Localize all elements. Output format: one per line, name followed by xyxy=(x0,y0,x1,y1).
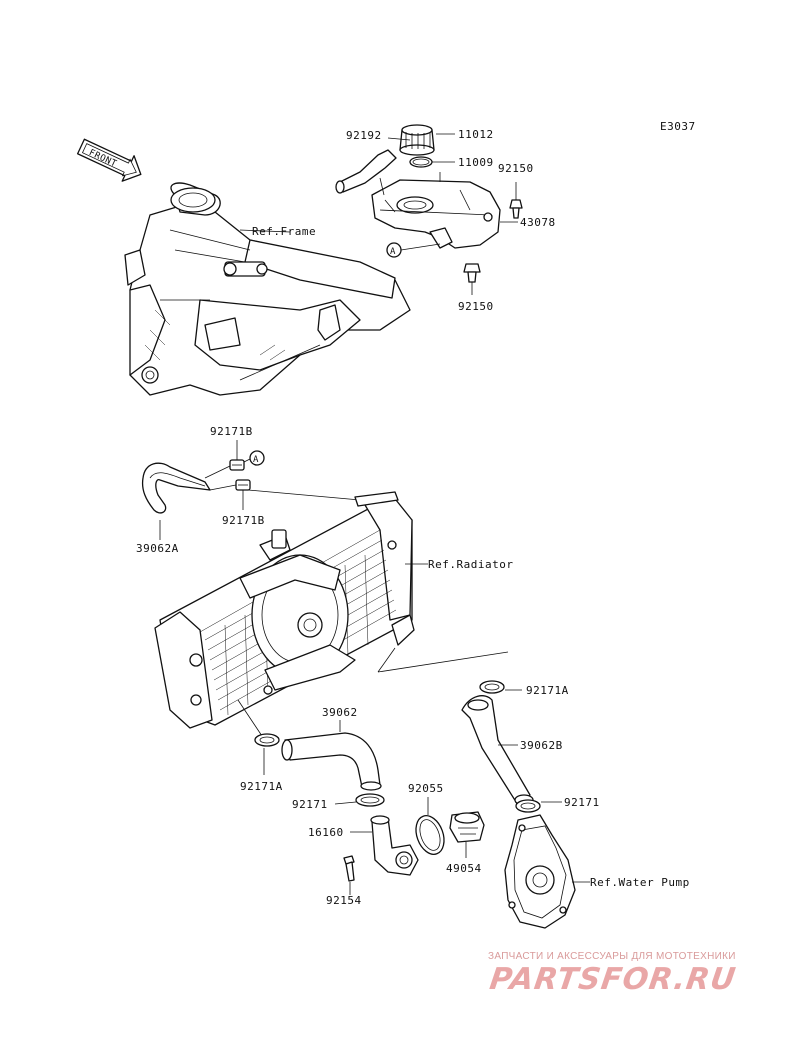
svg-text:A: A xyxy=(253,455,259,465)
label-92150-bottom: 92150 xyxy=(458,300,494,313)
reservoir-cap xyxy=(399,124,435,156)
label-39062b: 39062B xyxy=(520,739,563,752)
label-43078: 43078 xyxy=(520,216,556,229)
ref-water-pump: Ref.Water Pump xyxy=(590,876,690,889)
coolant-reservoir xyxy=(371,179,501,249)
label-39062a: 39062A xyxy=(136,542,179,555)
watermark-logo: PARTSFOR.RU xyxy=(487,962,739,997)
label-92171a-left: 92171A xyxy=(240,780,283,793)
diagram-code: E3037 xyxy=(660,120,696,133)
label-92171b-top: 92171B xyxy=(210,425,253,438)
label-92171b-bottom: 92171B xyxy=(222,514,265,527)
hose-39062 xyxy=(281,732,382,791)
label-11009: 11009 xyxy=(458,156,494,169)
front-arrow-icon: FRONT xyxy=(76,138,142,182)
thermostat-housing xyxy=(370,815,419,876)
bolt-92154 xyxy=(343,855,355,882)
label-92171a-right: 92171A xyxy=(526,684,569,697)
svg-text:A: A xyxy=(390,247,396,257)
clamp-92171b-bottom xyxy=(235,479,251,491)
label-92055: 92055 xyxy=(408,782,444,795)
clamp-92171a-left xyxy=(254,733,280,747)
label-92150-top: 92150 xyxy=(498,162,534,175)
clamp-92171a-right xyxy=(479,680,505,694)
clamp-92171b-top xyxy=(229,459,245,471)
thermostat-49054 xyxy=(449,811,485,843)
label-49054: 49054 xyxy=(446,862,482,875)
breather-hose xyxy=(337,149,397,193)
bolt-92150-bottom xyxy=(463,263,481,283)
frame-assembly xyxy=(124,182,411,396)
label-11012: 11012 xyxy=(458,128,494,141)
water-pump-cover xyxy=(504,814,576,929)
label-92171-right: 92171 xyxy=(564,796,600,809)
label-16160: 16160 xyxy=(308,826,344,839)
radiator-assembly xyxy=(154,491,415,729)
watermark-tagline: ЗАПЧАСТИ И АКСЕССУАРЫ ДЛЯ МОТОТЕХНИКИ xyxy=(488,951,736,962)
clamp-92171-left xyxy=(355,793,385,807)
callout-a-bottom: A xyxy=(249,450,265,466)
clamp-92171-right xyxy=(515,799,541,813)
label-92192: 92192 xyxy=(346,129,382,142)
callout-a-top: A xyxy=(386,242,402,258)
label-92154: 92154 xyxy=(326,894,362,907)
hose-39062a xyxy=(141,462,211,514)
label-39062: 39062 xyxy=(322,706,358,719)
o-ring-92055 xyxy=(415,815,445,855)
bolt-92150-top xyxy=(509,199,523,219)
ref-radiator: Ref.Radiator xyxy=(428,558,513,571)
label-92171-left: 92171 xyxy=(292,798,328,811)
ref-frame: Ref.Frame xyxy=(252,225,316,238)
